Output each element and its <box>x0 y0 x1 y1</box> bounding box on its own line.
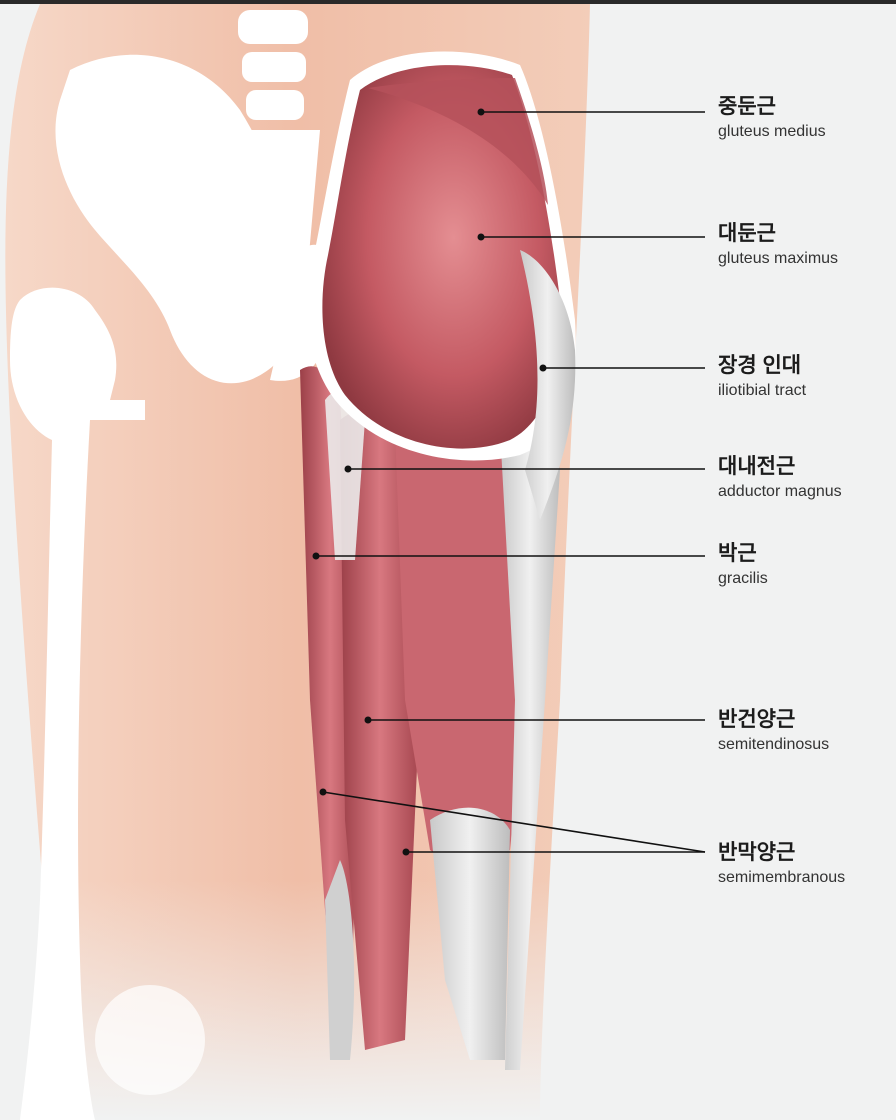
dot-semimembranous-a <box>320 789 327 796</box>
label-korean: 반건양근 <box>718 707 829 733</box>
label-korean: 대내전근 <box>718 454 842 480</box>
label-iliotibial-tract: 장경 인대 iliotibial tract <box>718 353 806 401</box>
dot-iliotibial-tract <box>540 365 547 372</box>
label-semitendinosus: 반건양근 semitendinosus <box>718 707 829 755</box>
label-semimembranous: 반막양근 semimembranous <box>718 840 845 888</box>
label-korean: 장경 인대 <box>718 353 806 379</box>
label-korean: 반막양근 <box>718 840 845 866</box>
dot-gluteus-maximus <box>478 234 485 241</box>
label-korean: 대둔근 <box>718 221 838 247</box>
top-border <box>0 0 896 4</box>
dot-gluteus-medius <box>478 109 485 116</box>
dot-semitendinosus <box>365 717 372 724</box>
label-english: gracilis <box>718 569 768 589</box>
label-english: semitendinosus <box>718 735 829 755</box>
label-korean: 중둔근 <box>718 94 826 120</box>
label-gracilis: 박근 gracilis <box>718 541 768 589</box>
label-english: gluteus maximus <box>718 249 838 269</box>
label-english: adductor magnus <box>718 482 842 502</box>
dot-gracilis <box>313 553 320 560</box>
label-gluteus-medius: 중둔근 gluteus medius <box>718 94 826 142</box>
label-korean: 박근 <box>718 541 768 567</box>
dot-semimembranous-b <box>403 849 410 856</box>
label-english: gluteus medius <box>718 122 826 142</box>
label-english: iliotibial tract <box>718 381 806 401</box>
label-english: semimembranous <box>718 868 845 888</box>
dot-adductor-magnus <box>345 466 352 473</box>
label-gluteus-maximus: 대둔근 gluteus maximus <box>718 221 838 269</box>
label-adductor-magnus: 대내전근 adductor magnus <box>718 454 842 502</box>
